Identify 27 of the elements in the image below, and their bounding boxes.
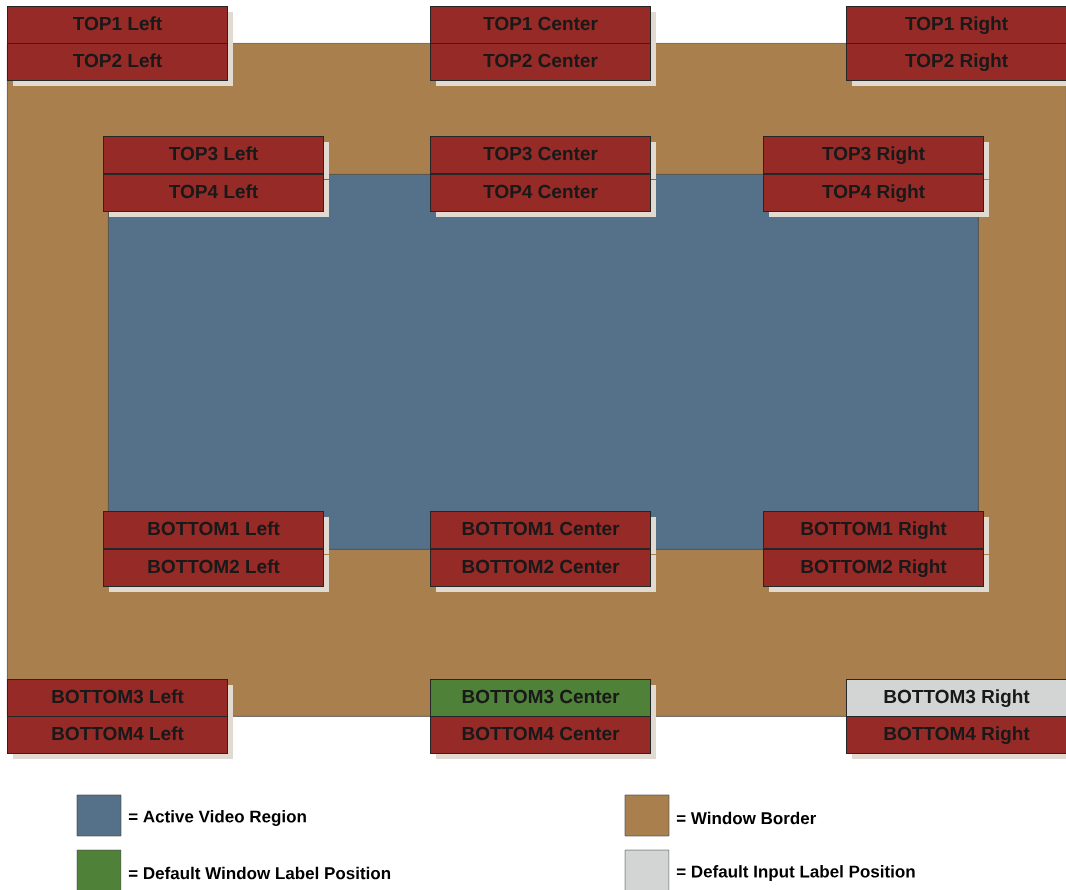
label-box: TOP3 Left xyxy=(103,136,329,179)
legend-label: = Default Input Label Position xyxy=(676,865,915,881)
node-label: TOP1 Right xyxy=(905,16,1008,35)
label-box: BOTTOM2 Right xyxy=(763,549,989,592)
label-box: BOTTOM1 Left xyxy=(103,511,329,554)
legend-label: = Window Border xyxy=(676,811,817,825)
label-box: BOTTOM1 Center xyxy=(430,511,656,554)
label-box: BOTTOM4 Center xyxy=(430,716,656,759)
label-box: TOP2 Center xyxy=(430,43,656,86)
label-box: TOP4 Center xyxy=(430,174,656,217)
label-box: TOP3 Right xyxy=(763,136,989,179)
label-box: TOP1 Center xyxy=(430,6,656,49)
legend-label: = Active Video Region xyxy=(128,810,306,826)
label-box: TOP3 Center xyxy=(430,136,656,179)
label-box: BOTTOM2 Left xyxy=(103,549,329,592)
label-box: BOTTOM4 Right xyxy=(846,716,1066,759)
label-box: BOTTOM1 Right xyxy=(763,511,989,554)
label-box: TOP1 Left xyxy=(7,6,233,49)
label-box: TOP4 Right xyxy=(763,174,989,217)
label-box: BOTTOM3 Center xyxy=(430,679,656,722)
label-box: BOTTOM4 Left xyxy=(7,716,233,759)
label-box: TOP2 Right xyxy=(846,43,1066,86)
label-box: TOP2 Left xyxy=(7,43,233,86)
label-box: BOTTOM3 Left xyxy=(7,679,233,722)
label-box: BOTTOM2 Center xyxy=(430,549,656,592)
legend-label: = Default Window Label Position xyxy=(128,866,391,880)
label-box: TOP4 Left xyxy=(103,174,329,217)
